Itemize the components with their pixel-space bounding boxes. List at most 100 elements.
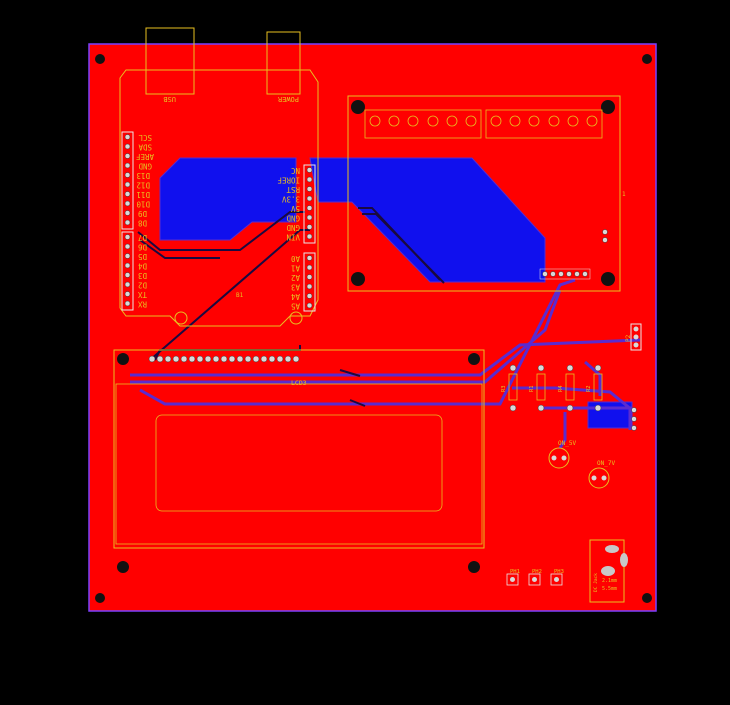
pin-label: D2 bbox=[138, 281, 147, 290]
resistor-label: R1 bbox=[529, 385, 535, 392]
pin-label: RST bbox=[286, 185, 300, 194]
lcd-module: LCD3 bbox=[113, 349, 485, 573]
usb-label: USB bbox=[163, 95, 176, 103]
pin-label: VIN bbox=[286, 233, 300, 242]
pin-label: D6 bbox=[137, 243, 147, 252]
resistor-body bbox=[508, 373, 518, 401]
resistor-label: R4 bbox=[558, 385, 564, 392]
trace bbox=[139, 278, 576, 406]
header-p2-label: P2 bbox=[625, 334, 632, 342]
resistor-labels: R3 R1 R4 R2 bbox=[501, 385, 592, 392]
pin-label: GND bbox=[286, 214, 300, 223]
lcd-mount-holes bbox=[117, 353, 480, 573]
jack-ref: DC Jack bbox=[593, 573, 599, 592]
header-outline bbox=[121, 131, 134, 230]
lcd-designator: LCD3 bbox=[291, 379, 307, 387]
trace bbox=[130, 289, 562, 384]
trace bbox=[584, 360, 602, 396]
power-connector bbox=[266, 31, 301, 95]
resistor-label: R2 bbox=[586, 385, 592, 392]
resistor-pads bbox=[509, 364, 602, 412]
lcd-bezel bbox=[115, 383, 483, 545]
pin-label: SCL bbox=[138, 133, 152, 142]
pin-label: IOREF bbox=[277, 176, 300, 185]
pin-label: GND bbox=[286, 223, 300, 232]
arduino-mount-hole bbox=[289, 311, 303, 325]
pin-headers: PH1 PH2 PH3 bbox=[506, 569, 564, 586]
pin-label: D5 bbox=[138, 252, 147, 261]
connector-3pin bbox=[631, 407, 637, 431]
arduino-mount-hole bbox=[174, 311, 188, 325]
mounting-hole bbox=[95, 593, 105, 603]
resistor-body bbox=[565, 373, 575, 401]
board-substrate bbox=[88, 43, 657, 612]
trace bbox=[149, 229, 310, 361]
pin-label: A2 bbox=[291, 273, 300, 282]
relay-module: 1 bbox=[347, 95, 626, 292]
pin-label: A5 bbox=[291, 302, 300, 311]
arduino-header-right-bottom bbox=[303, 252, 316, 312]
mounting-hole bbox=[642, 593, 652, 603]
pin-label: D13 bbox=[136, 171, 150, 180]
header-outline bbox=[303, 252, 316, 312]
pin-label: D12 bbox=[136, 181, 150, 190]
relay-mount-holes bbox=[351, 100, 615, 286]
usb-connector bbox=[145, 27, 195, 95]
resistor-body bbox=[536, 373, 546, 401]
jack-size-2: 5.5mm bbox=[602, 586, 617, 592]
pin-label: SDA bbox=[138, 143, 152, 152]
header-p2: P2 bbox=[625, 323, 642, 351]
lcd-outline bbox=[113, 349, 485, 549]
header-outline bbox=[303, 164, 316, 244]
arduino-designator: B1 bbox=[236, 292, 244, 299]
relay-label: 1 bbox=[622, 191, 626, 198]
mounting-hole bbox=[95, 54, 105, 64]
pin-label: D7 bbox=[138, 233, 147, 242]
arduino-outline bbox=[119, 69, 319, 327]
pin-label: NC bbox=[291, 166, 300, 175]
arduino-shield bbox=[119, 27, 319, 327]
led-on-7v: ON_7V bbox=[588, 460, 615, 489]
lcd-screen bbox=[155, 414, 443, 512]
pin-label: D4 bbox=[137, 262, 147, 271]
trace bbox=[558, 412, 567, 449]
trace bbox=[137, 211, 305, 251]
arduino-header-left-bottom bbox=[121, 231, 134, 311]
pin-labels-left: SCL SDA AREF GND D13 D12 D11 D10 D9 D8 D… bbox=[135, 133, 154, 309]
pin-label: D10 bbox=[136, 200, 150, 209]
pin-label: D9 bbox=[138, 209, 147, 218]
pin-label: AREF bbox=[135, 152, 154, 161]
relay-pins bbox=[539, 229, 608, 280]
trace bbox=[362, 213, 445, 284]
trace bbox=[130, 338, 641, 377]
pin-labels-right: NC IOREF RST 3.3V 5V GND GND VIN A0 A1 A… bbox=[277, 166, 300, 311]
trace bbox=[339, 369, 361, 377]
pin-label: GND bbox=[138, 162, 152, 171]
pin-label: RX bbox=[137, 300, 147, 309]
lcd-pins bbox=[148, 355, 300, 363]
pin-header-label: PH1 bbox=[510, 569, 520, 575]
pin-label: 5V bbox=[290, 204, 300, 213]
arduino-header-right-top bbox=[303, 164, 316, 244]
pin-label: 3.3V bbox=[281, 195, 300, 204]
copper-pour-left bbox=[159, 157, 297, 241]
pin-label: A0 bbox=[290, 254, 300, 263]
header-outline bbox=[121, 231, 134, 311]
resistor-body bbox=[593, 373, 603, 401]
terminal-block bbox=[364, 109, 603, 139]
mounting-holes bbox=[95, 54, 652, 603]
jack-size-1: 2.1mm bbox=[602, 578, 617, 584]
pin-header-label: PH2 bbox=[532, 569, 542, 575]
pin-header-label: PH3 bbox=[554, 569, 564, 575]
resistors bbox=[508, 373, 603, 401]
pin-label: A4 bbox=[290, 292, 300, 301]
power-label: POWER bbox=[277, 95, 299, 103]
pin-label: TX bbox=[137, 290, 147, 299]
trace bbox=[512, 386, 633, 412]
pin-label: D3 bbox=[138, 271, 147, 280]
led-label: ON_5V bbox=[558, 440, 576, 447]
resistor-label: R3 bbox=[501, 385, 507, 392]
copper-pour-right bbox=[309, 157, 546, 283]
trace bbox=[139, 239, 220, 259]
